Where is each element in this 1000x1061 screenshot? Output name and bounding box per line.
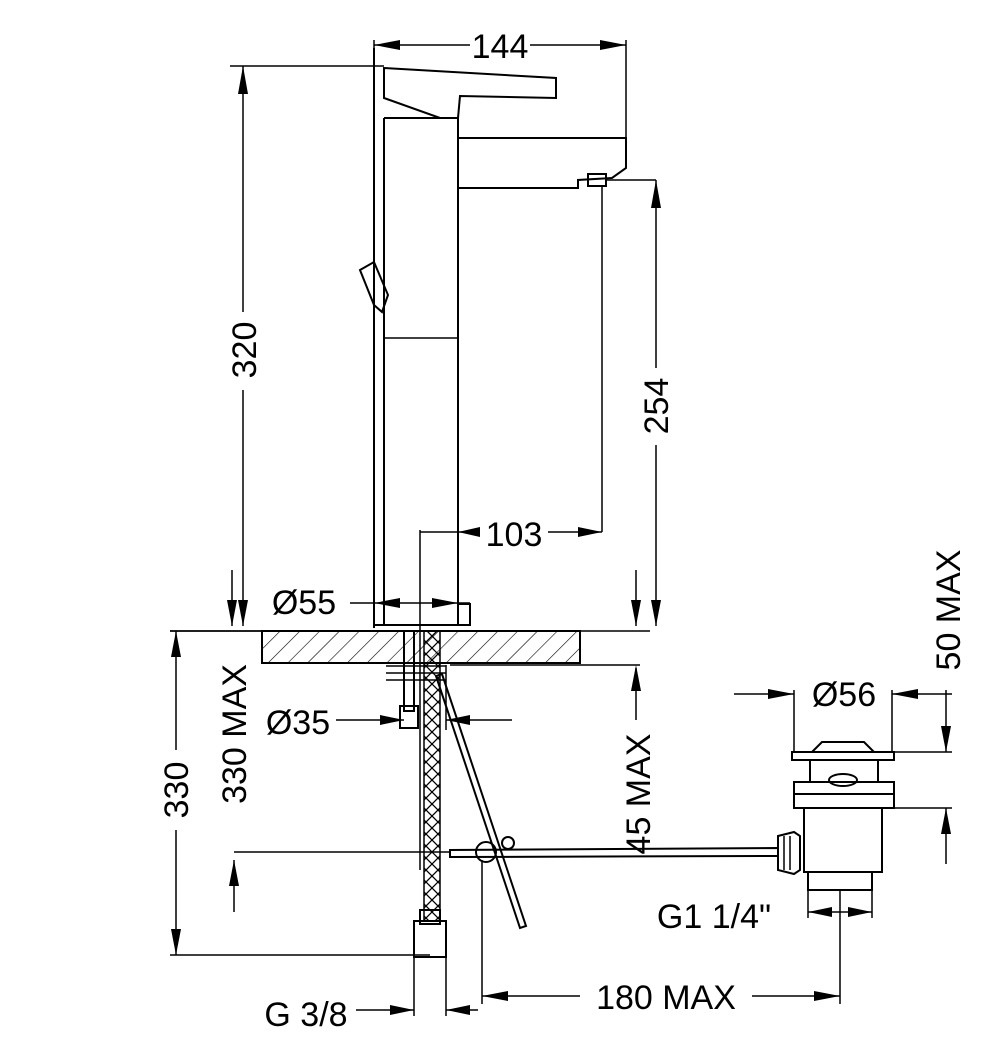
pull-rod [434, 672, 528, 930]
horizontal-rod [449, 836, 779, 863]
faucet-body [373, 48, 471, 628]
dimension-lines [170, 40, 952, 1016]
deck-plate [170, 630, 650, 664]
dim-label-hose-thread: G 3/8 [264, 996, 347, 1034]
dim-label-330: 330 [158, 762, 196, 819]
dim-label-hole-diameter: Ø35 [266, 704, 330, 742]
braided-hose [413, 630, 447, 958]
dim-label-50-max: 50 MAX [930, 550, 968, 671]
dim-label-330-max: 330 MAX [216, 664, 254, 804]
dim-label-254: 254 [638, 378, 676, 435]
dim-label-180-max: 180 MAX [596, 979, 736, 1017]
dim-label-base-diameter: Ø55 [272, 584, 336, 622]
dim-label-waste-diameter: Ø56 [812, 676, 876, 714]
dim-label-45-max: 45 MAX [620, 734, 658, 855]
dim-label-103: 103 [486, 516, 543, 554]
side-knob [358, 260, 390, 314]
dim-label-144: 144 [472, 28, 529, 66]
dim-label-320: 320 [226, 322, 264, 379]
waste-fitting [777, 741, 895, 891]
faucet-lever [383, 66, 557, 119]
dim-label-waste-thread: G1 1/4" [657, 898, 771, 936]
faucet-spout [457, 137, 627, 189]
